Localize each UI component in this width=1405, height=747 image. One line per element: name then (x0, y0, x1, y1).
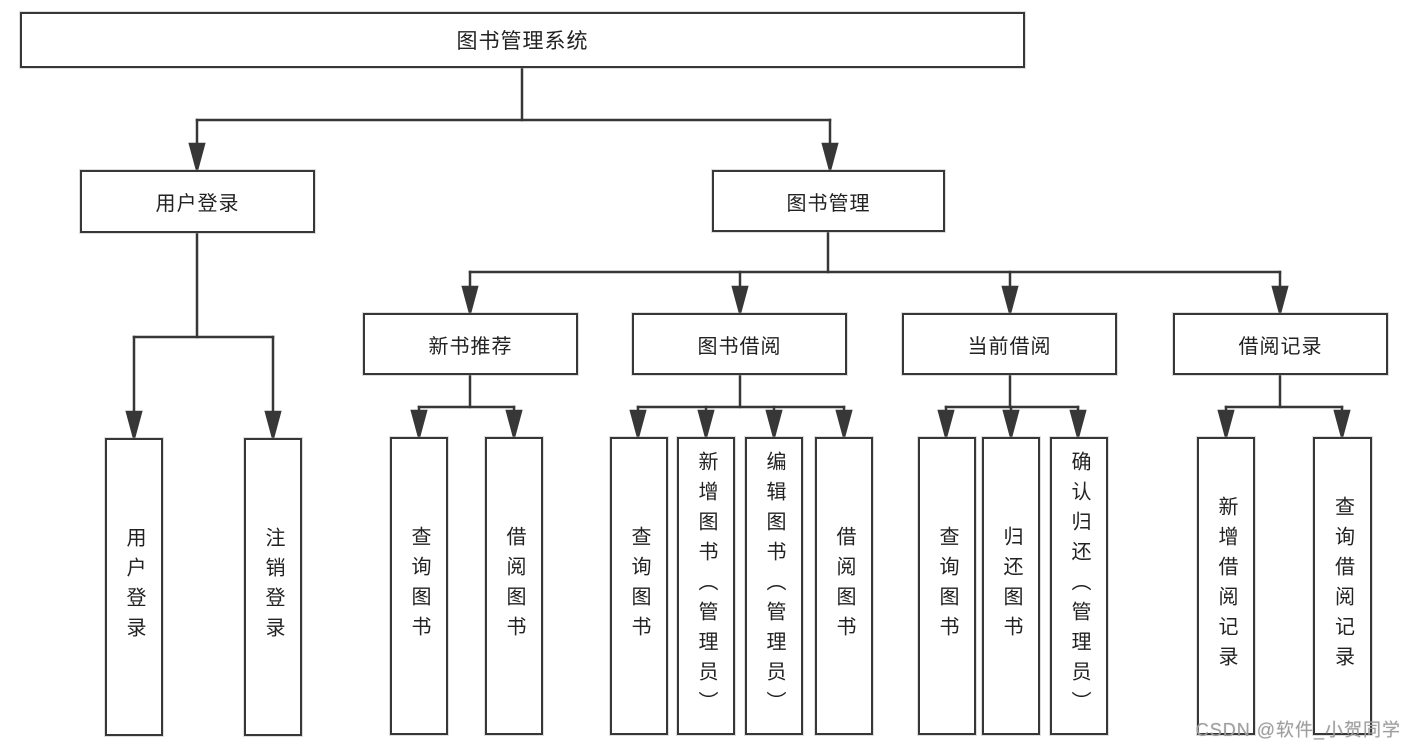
node-label: 新增图书（管理员） (695, 451, 717, 721)
node-label: 借阅图书 (833, 526, 855, 646)
node-leaf-logout: 注销登录 (244, 438, 302, 736)
node-leaf-borrow-books-recommend: 借阅图书 (485, 437, 543, 735)
node-current-borrowing: 当前借阅 (902, 313, 1117, 375)
node-leaf-return-books: 归还图书 (982, 437, 1040, 735)
node-label: 归还图书 (1000, 526, 1022, 646)
node-label: 编辑图书（管理员） (763, 451, 785, 721)
node-label: 查询图书 (628, 526, 650, 646)
node-label: 查询图书 (936, 526, 958, 646)
node-label: 用户登录 (123, 527, 145, 647)
node-leaf-query-books-current: 查询图书 (918, 437, 976, 735)
node-leaf-confirm-return-admin: 确认归还（管理员） (1050, 437, 1108, 735)
node-leaf-query-borrow-record: 查询借阅记录 (1313, 437, 1372, 735)
node-label: 借阅图书 (503, 526, 525, 646)
node-label: 当前借阅 (967, 335, 1052, 358)
node-library-management-system: 图书管理系统 (20, 12, 1025, 68)
connector-group (125, 66, 1351, 443)
node-label: 新书推荐 (428, 335, 513, 358)
node-label: 新增借阅记录 (1215, 496, 1237, 676)
node-new-book-recommend: 新书推荐 (363, 313, 578, 375)
node-label: 借阅记录 (1238, 335, 1323, 358)
node-leaf-edit-books-admin: 编辑图书（管理员） (745, 437, 803, 735)
node-label: 图书借阅 (697, 335, 782, 358)
node-book-management: 图书管理 (712, 170, 945, 232)
node-label: 图书管理 (786, 192, 871, 215)
csdn-watermark: CSDN @软件_小贺同学 (1195, 720, 1401, 740)
node-label: 用户登录 (155, 193, 240, 215)
node-label: 注销登录 (262, 527, 284, 647)
node-user-login: 用户登录 (80, 170, 315, 233)
node-book-borrowing: 图书借阅 (632, 313, 847, 375)
node-leaf-query-books-recommend: 查询图书 (390, 437, 448, 735)
node-leaf-borrow-books: 借阅图书 (815, 437, 873, 735)
node-leaf-user-login: 用户登录 (105, 438, 163, 736)
node-label: 查询图书 (408, 526, 430, 646)
node-leaf-query-books-borrow: 查询图书 (610, 437, 668, 735)
node-leaf-add-borrow-record: 新增借阅记录 (1197, 437, 1255, 735)
node-label: 图书管理系统 (456, 30, 589, 53)
node-leaf-add-books-admin: 新增图书（管理员） (677, 437, 735, 735)
node-label: 查询借阅记录 (1331, 496, 1354, 676)
node-borrowing-records: 借阅记录 (1173, 313, 1388, 375)
node-label: 确认归还（管理员） (1068, 451, 1090, 721)
